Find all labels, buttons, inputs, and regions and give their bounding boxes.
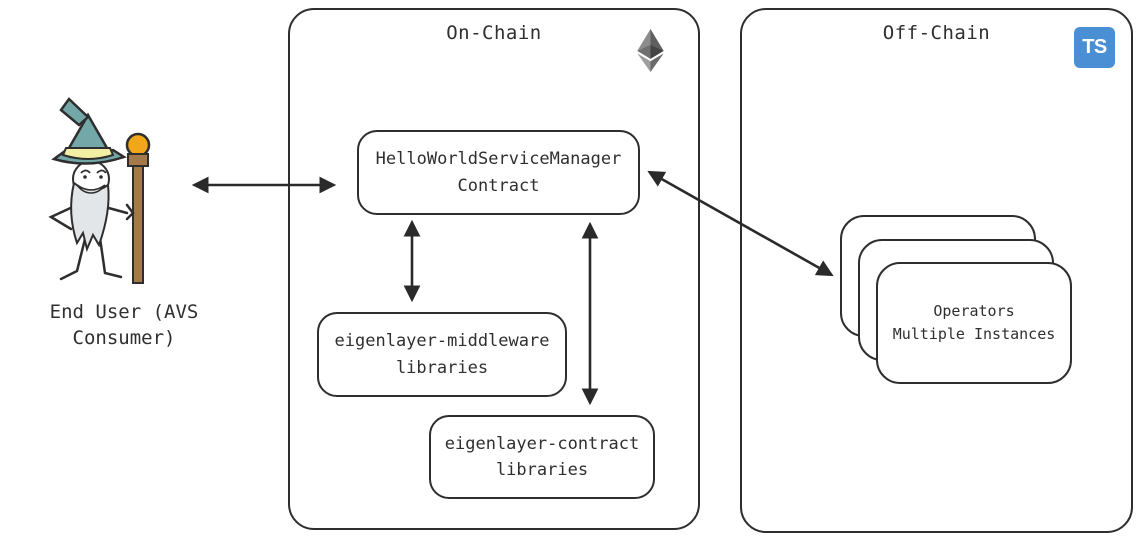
wizard-left-arm <box>48 203 79 231</box>
operators-box: Operators Multiple Instances <box>876 262 1072 384</box>
middleware-libraries-box: eigenlayer-middleware libraries <box>317 312 567 397</box>
off-chain-container: Off-Chain TS Operators Multiple Instance… <box>740 8 1133 533</box>
service-manager-line1: HelloWorldServiceManager <box>375 149 622 170</box>
operators-line2: Multiple Instances <box>892 325 1056 343</box>
on-chain-container: On-Chain HelloWorldServiceManager Contra… <box>288 8 700 530</box>
staff-pole <box>132 165 144 284</box>
contract-libraries-box: eigenlayer-contract libraries <box>429 415 655 499</box>
wizard-hat-band <box>61 147 115 160</box>
end-user-label: End User (AVS Consumer) <box>4 299 244 351</box>
off-chain-title: Off-Chain <box>882 22 991 44</box>
wizard-eyebrows <box>80 169 107 174</box>
staff-cap <box>127 153 149 167</box>
typescript-icon: TS <box>1074 27 1115 68</box>
contract-line2: libraries <box>495 460 589 480</box>
wizard-hat-tip <box>59 97 90 127</box>
end-user-label-line2: (AVS Consumer) <box>72 301 199 349</box>
end-user-label-line1: End User <box>49 301 142 323</box>
operators-line1: Operators <box>933 301 1015 320</box>
on-chain-title: On-Chain <box>446 22 542 44</box>
staff-orb <box>125 132 151 158</box>
contract-line1: eigenlayer-contract <box>444 433 640 454</box>
wizard-end-user-illustration <box>48 97 151 284</box>
wizard-legs <box>59 229 123 281</box>
middleware-line2: libraries <box>395 357 489 378</box>
middleware-line1: eigenlayer-middleware <box>334 331 550 352</box>
service-manager-line2: Contract <box>457 175 540 196</box>
service-manager-box: HelloWorldServiceManager Contract <box>357 130 640 215</box>
wizard-right-arm <box>103 203 135 221</box>
ethereum-icon <box>637 29 664 72</box>
